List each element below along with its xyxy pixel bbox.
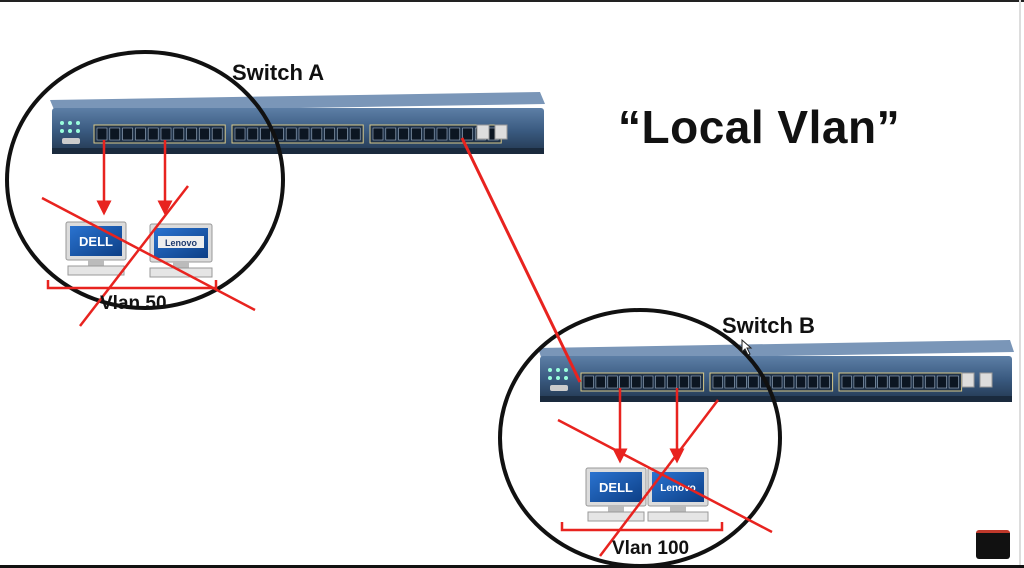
switch-b-top bbox=[538, 340, 1014, 360]
right-border bbox=[1019, 0, 1021, 568]
dell-logo-text-b: DELL bbox=[599, 480, 633, 495]
switch-port bbox=[173, 127, 185, 141]
switch-port bbox=[631, 375, 642, 389]
switch-port bbox=[736, 375, 747, 389]
switch-b-uplink-1 bbox=[961, 372, 975, 388]
switch-a-vlan-circle bbox=[5, 50, 285, 310]
switch-port bbox=[690, 375, 701, 389]
switch-port bbox=[924, 375, 936, 389]
mouse-cursor-icon bbox=[741, 338, 753, 356]
switch-port bbox=[298, 127, 310, 141]
switch-port bbox=[96, 127, 108, 141]
switch-port bbox=[865, 375, 876, 389]
switch-port bbox=[841, 375, 852, 389]
switch-port bbox=[147, 127, 159, 141]
switch-port bbox=[913, 375, 924, 389]
switch-port bbox=[877, 375, 888, 389]
switch-b-ports bbox=[580, 372, 963, 392]
switch-port bbox=[724, 375, 735, 389]
switch-a-uplink-1 bbox=[476, 124, 490, 140]
switch-port bbox=[349, 127, 361, 141]
switch-port bbox=[199, 127, 210, 141]
switch-port bbox=[247, 127, 259, 141]
switch-a-shadow bbox=[52, 148, 544, 154]
switch-port bbox=[936, 375, 948, 389]
vlan-b-bracket bbox=[560, 522, 724, 532]
switch-port bbox=[411, 127, 422, 141]
vlan-b-cross-line-2 bbox=[599, 399, 719, 557]
switch-a bbox=[50, 92, 545, 154]
switch-port bbox=[889, 375, 900, 389]
switch-port bbox=[436, 127, 448, 141]
switch-a-top bbox=[50, 92, 545, 112]
switch-port bbox=[595, 375, 606, 389]
page-title: “Local Vlan” bbox=[618, 101, 901, 153]
dell-monitor-icon bbox=[585, 467, 647, 522]
switch-a-label: Switch A bbox=[232, 60, 325, 85]
lenovo-logo-text-a: Lenovo bbox=[165, 238, 198, 248]
switch-port bbox=[666, 375, 678, 389]
switch-port bbox=[619, 375, 630, 389]
vlan-b-cross-line-1 bbox=[557, 418, 773, 534]
video-control-icon[interactable] bbox=[976, 530, 1010, 559]
switch-port bbox=[807, 375, 819, 389]
switch-b-label: Switch B bbox=[722, 313, 815, 338]
switch-a-leds bbox=[60, 121, 80, 144]
switch-b bbox=[538, 340, 1014, 402]
switch-a-ports bbox=[93, 124, 502, 144]
switch-port bbox=[449, 127, 461, 141]
switch-port bbox=[234, 127, 246, 141]
switch-port bbox=[423, 127, 435, 141]
switch-port bbox=[398, 127, 409, 141]
vlan-a-cross-line-1 bbox=[41, 196, 256, 312]
inter-switch-link bbox=[460, 137, 582, 383]
switch-port bbox=[819, 375, 830, 389]
switch-a-uplink-2 bbox=[494, 124, 508, 140]
switch-port bbox=[901, 375, 912, 389]
vlan-a-label: Vlan 50 bbox=[100, 293, 167, 314]
switch-port bbox=[772, 375, 783, 389]
switch-port bbox=[462, 127, 473, 141]
switch-port bbox=[712, 375, 723, 389]
switch-port bbox=[643, 375, 654, 389]
switch-port bbox=[285, 127, 297, 141]
switch-port bbox=[160, 127, 172, 141]
vlan-a-cross-line-2 bbox=[79, 185, 189, 327]
switch-port bbox=[311, 127, 323, 141]
dell-logo-text-a: DELL bbox=[79, 234, 113, 249]
switch-port bbox=[135, 127, 146, 141]
switch-port bbox=[337, 127, 348, 141]
switch-port bbox=[655, 375, 666, 389]
lenovo-logo-text-b: Lenovo bbox=[660, 483, 696, 494]
switch-port bbox=[186, 127, 197, 141]
switch-port bbox=[385, 127, 397, 141]
switch-port bbox=[607, 375, 618, 389]
dell-monitor-icon bbox=[65, 221, 127, 276]
switch-port bbox=[583, 375, 594, 389]
switch-b-uplink-2 bbox=[979, 372, 993, 388]
switch-port bbox=[211, 127, 223, 141]
switch-port bbox=[324, 127, 335, 141]
switch-b-leds bbox=[548, 368, 568, 391]
vlan-a-bracket bbox=[46, 280, 218, 290]
lenovo-monitor-icon bbox=[149, 223, 213, 278]
switch-port bbox=[795, 375, 807, 389]
switch-port bbox=[109, 127, 121, 141]
switch-port bbox=[678, 375, 690, 389]
switch-port bbox=[372, 127, 384, 141]
vlan-b-label: Vlan 100 bbox=[612, 538, 690, 559]
switch-port bbox=[784, 375, 795, 389]
top-border bbox=[0, 0, 1024, 2]
switch-b-shadow bbox=[540, 396, 1012, 402]
switch-port bbox=[260, 127, 271, 141]
switch-port bbox=[948, 375, 959, 389]
switch-port bbox=[122, 127, 133, 141]
bottom-border bbox=[0, 565, 1024, 568]
switch-port bbox=[748, 375, 759, 389]
switch-port bbox=[853, 375, 864, 389]
